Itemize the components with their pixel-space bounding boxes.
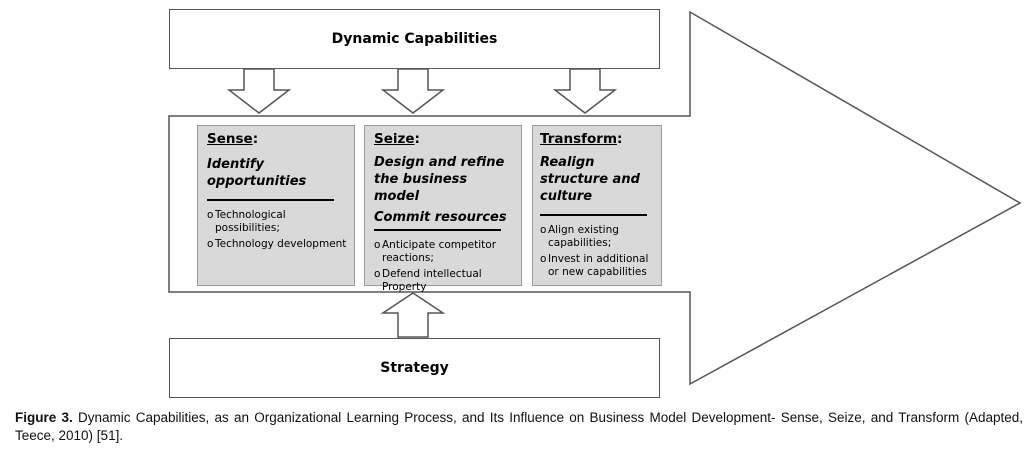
strategy-box: Strategy (169, 338, 660, 398)
caption-text: Dynamic Capabilities, as an Organization… (15, 410, 1024, 443)
up-arrow-strategy (380, 292, 446, 338)
dynamic-capabilities-label: Dynamic Capabilities (331, 31, 498, 47)
transform-divider (540, 214, 647, 216)
down-arrow-seize (380, 68, 446, 114)
sense-subtitle: Identify opportunities (207, 157, 307, 189)
down-arrow-transform (552, 68, 618, 114)
transform-card: Transform: Realign structure and culture… (532, 125, 662, 286)
sense-divider (207, 199, 334, 201)
seize-title: Seize: (374, 131, 420, 147)
figure-caption: Figure 3. Dynamic Capabilities, as an Or… (15, 409, 1023, 445)
caption-label: Figure 3. (15, 410, 73, 425)
sense-title: Sense: (207, 131, 259, 147)
seize-subtitle: Design and refine the business model (374, 155, 505, 204)
dynamic-capabilities-box: Dynamic Capabilities (169, 9, 660, 69)
strategy-label: Strategy (380, 360, 449, 376)
down-arrow-sense (226, 68, 292, 114)
seize-card: Seize: Design and refine the business mo… (364, 125, 522, 293)
seize-subtitle-commit: Commit resources (374, 210, 507, 225)
seize-divider (374, 229, 501, 231)
transform-subtitle: Realign structure and culture (540, 155, 640, 204)
transform-title: Transform: (540, 131, 623, 147)
